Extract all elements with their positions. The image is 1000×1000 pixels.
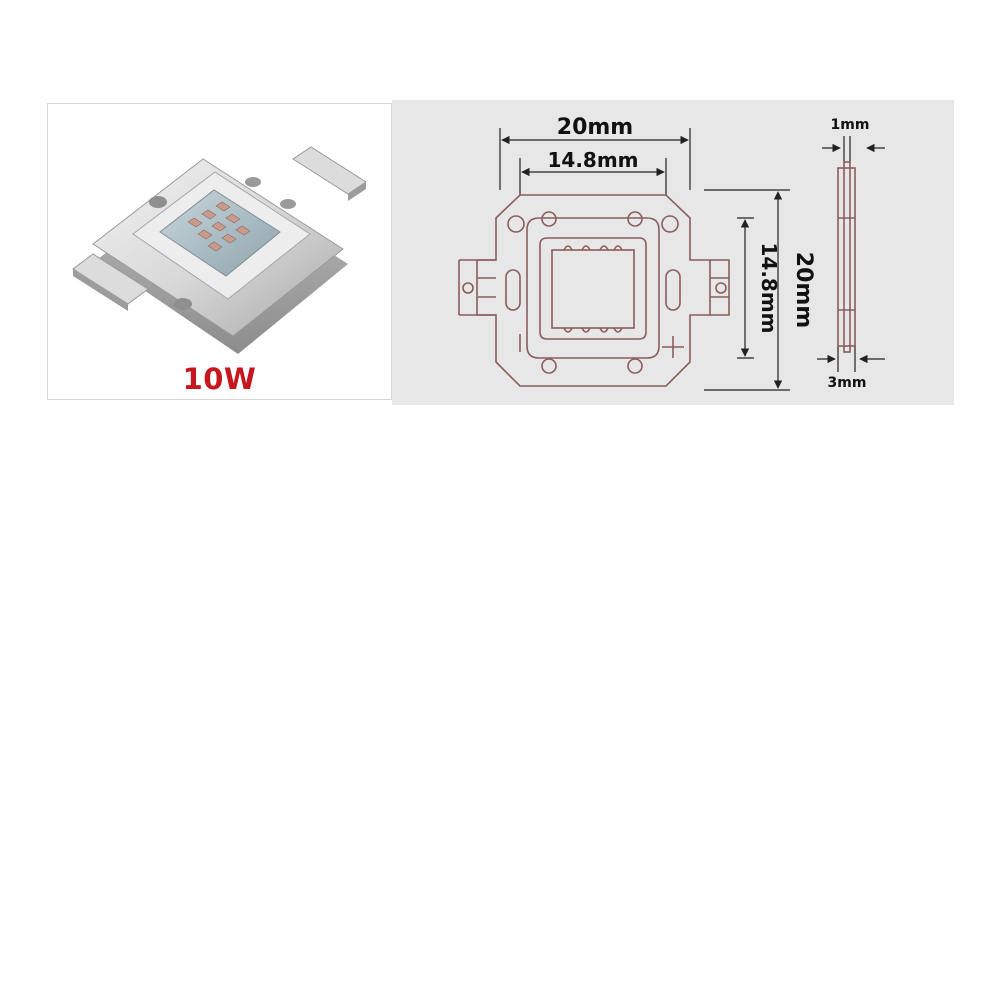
product-photo-panel: 10W [47, 103, 392, 400]
inner-width-label: 14.8mm [547, 148, 638, 172]
polarity-marks [519, 334, 684, 358]
outer-height-label: 20mm [791, 252, 816, 328]
dimension-lines [499, 128, 885, 391]
led-chip-illustration [72, 146, 367, 354]
power-rating-label: 10W [182, 362, 257, 396]
outer-width-label: 20mm [557, 115, 633, 140]
side-view-outline [837, 161, 856, 353]
front-view-outline [458, 194, 730, 387]
led-chip-body [72, 146, 367, 354]
inner-height-label: 14.8mm [757, 242, 781, 333]
lead-thickness-label: 1mm [831, 117, 870, 133]
dimension-drawing: 20mm 14.8mm 20mm 14.8mm 1mm 3mm [458, 115, 885, 391]
board-thickness-label: 3mm [828, 375, 867, 391]
led-dies [187, 201, 251, 252]
dimension-drawing-panel: 20mm 14.8mm 20mm 14.8mm 1mm 3mm [392, 100, 954, 405]
